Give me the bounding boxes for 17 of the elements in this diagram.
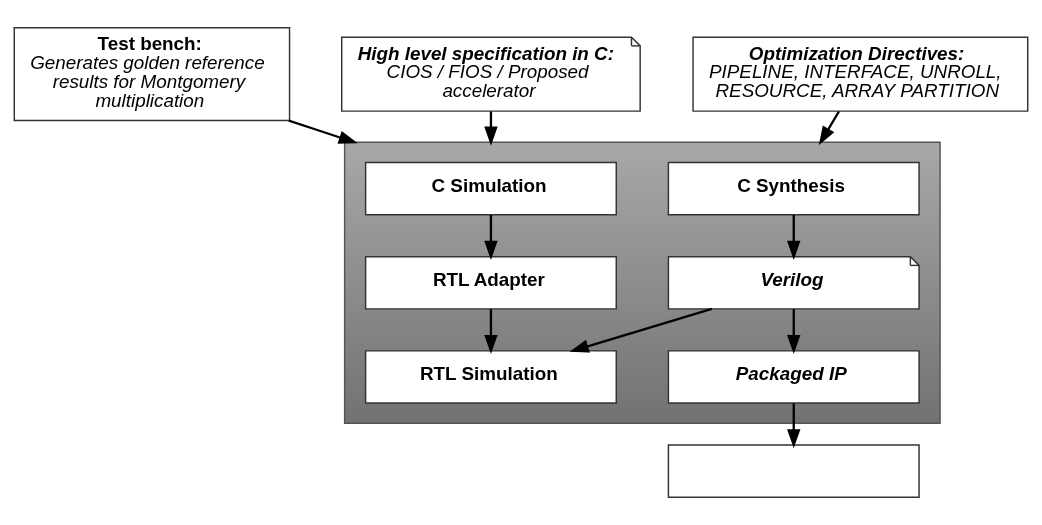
node-box: RTL Simulation [364,350,617,404]
arrow [484,215,498,260]
node-box: C Synthesis [667,161,920,216]
arrow [484,309,498,355]
arrow [787,403,801,449]
arrow [787,309,801,355]
arrow [288,119,358,144]
arrow [787,215,801,260]
node-box: Test bench: Generates golden reference results for Montgomery multiplication [13,27,291,122]
node-box [667,444,920,498]
node-box: Packaged IP [667,350,920,404]
arrow [818,110,840,146]
cluster [343,141,941,425]
node-box: Optimization Directives: PIPELINE, INTERFACE, UNROLL, RESOURCE, ARRAY PARTITION [692,36,1029,112]
node-box: RTL Adapter [364,255,617,310]
arrow [569,307,713,353]
node-box: C Simulation [364,161,617,216]
